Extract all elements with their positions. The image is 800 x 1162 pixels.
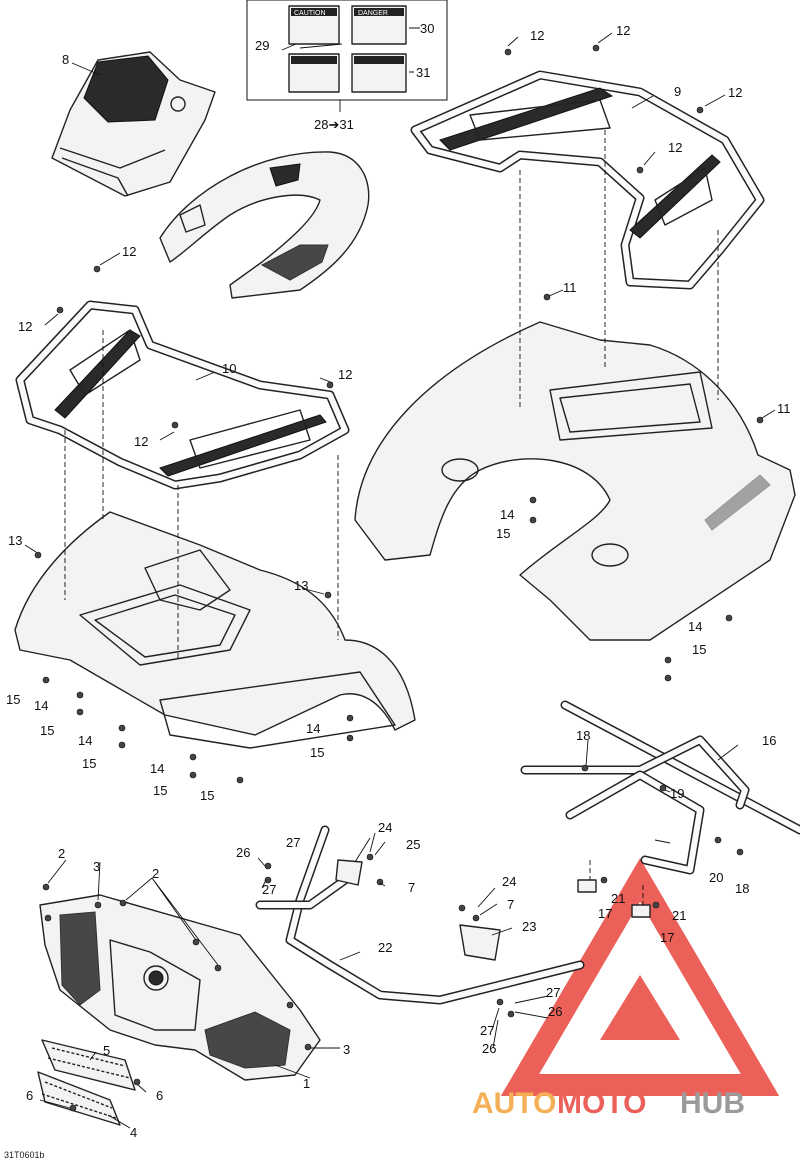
callout-2-center: 2	[152, 866, 159, 881]
callout-10: 10	[222, 361, 236, 376]
callout-12-g: 12	[338, 367, 352, 382]
callout-12-a: 12	[530, 28, 544, 43]
watermark-triangle-logo	[500, 858, 780, 1096]
callout-27-a: 27	[286, 835, 300, 850]
callout-15-f: 15	[153, 783, 167, 798]
callout-15-h: 15	[310, 745, 324, 760]
callout-14-c: 14	[34, 698, 48, 713]
callout-26-top: 26	[236, 845, 250, 860]
decal-caution-title: CAUTION	[294, 10, 326, 17]
callout-15-c: 15	[6, 692, 20, 707]
front-fender	[14, 511, 416, 749]
decal-danger-title: DANGER	[358, 10, 388, 17]
callout-26-right: 26	[548, 1004, 562, 1019]
callout-22: 22	[378, 940, 392, 955]
callout-21-right: 21	[672, 908, 686, 923]
callout-1: 1	[303, 1076, 310, 1091]
fasteners	[34, 44, 764, 1112]
callout-31: 31	[416, 65, 430, 80]
callout-14-a: 14	[500, 507, 514, 522]
front-bumper-fascia	[39, 894, 321, 1081]
callout-19: 19	[670, 786, 684, 801]
callout-18-top: 18	[576, 728, 590, 743]
callout-24-top: 24	[378, 820, 392, 835]
callout-7-top: 7	[408, 880, 415, 895]
assembly-lines	[64, 130, 719, 905]
rear-fender	[354, 321, 796, 641]
callout-7-right: 7	[507, 897, 514, 912]
bracket-17-left	[577, 879, 597, 893]
leader-lines	[24, 32, 776, 1129]
callout-8: 8	[62, 52, 69, 67]
watermark-text-auto: AUTO	[472, 1087, 556, 1120]
callout-5: 5	[103, 1043, 110, 1058]
callout-15-b: 15	[692, 642, 706, 657]
callouts: 1 2 2 3 3 4 5 6 6 7 7 8 9 10 11 11 12 12…	[6, 21, 791, 1140]
callout-16: 16	[762, 733, 776, 748]
callout-20: 20	[709, 870, 723, 885]
callout-12-c: 12	[728, 85, 742, 100]
callout-25: 25	[406, 837, 420, 852]
front-luggage-rack	[15, 300, 350, 490]
callout-6-left: 6	[26, 1088, 33, 1103]
callout-11-right: 11	[777, 401, 791, 416]
callout-14-e: 14	[150, 761, 164, 776]
decal-inset-box: CAUTION DANGER	[246, 0, 448, 112]
callout-15-a: 15	[496, 526, 510, 541]
callout-11-top: 11	[563, 280, 577, 295]
watermark-text-moto: MOTO	[557, 1087, 646, 1120]
callout-3-top: 3	[93, 859, 100, 874]
callout-18-bottom: 18	[735, 881, 749, 896]
callout-6-right: 6	[156, 1088, 163, 1103]
lower-grille-4	[37, 1071, 121, 1126]
callout-27-c: 27	[546, 985, 560, 1000]
automotohub-watermark: AUTO MOTO HUB	[472, 858, 780, 1120]
front-support-tube	[255, 825, 585, 1005]
bracket-17-right	[631, 904, 651, 918]
callout-23: 23	[522, 919, 536, 934]
callout-26-bottom: 26	[482, 1041, 496, 1056]
callout-15-g: 15	[200, 788, 214, 803]
callout-17-right: 17	[660, 930, 674, 945]
callout-28-31: 28➔31	[314, 117, 354, 132]
rear-luggage-rack	[410, 70, 765, 290]
rear-support-frame	[520, 700, 800, 875]
callout-24-right: 24	[502, 874, 516, 889]
rear-storage-cover	[159, 151, 370, 299]
callout-12-d: 12	[668, 140, 682, 155]
callout-30: 30	[420, 21, 434, 36]
callout-2-left: 2	[58, 846, 65, 861]
callout-17-left: 17	[598, 906, 612, 921]
callout-12-e: 12	[122, 244, 136, 259]
callout-14-b: 14	[688, 619, 702, 634]
callout-15-d: 15	[40, 723, 54, 738]
callout-29: 29	[255, 38, 269, 53]
callout-15-e: 15	[82, 756, 96, 771]
callout-21-left: 21	[611, 891, 625, 906]
lower-grille-5	[41, 1039, 136, 1091]
callout-14-d: 14	[78, 733, 92, 748]
watermark-text-hub: HUB	[680, 1087, 745, 1120]
callout-27-d: 27	[480, 1023, 494, 1038]
callout-14-f: 14	[306, 721, 320, 736]
callout-27-b: 27	[262, 882, 276, 897]
callout-13-left: 13	[8, 533, 22, 548]
headlight-housing	[51, 51, 216, 197]
callout-3-right: 3	[343, 1042, 350, 1057]
drawing-code: 31T0601b	[4, 1150, 45, 1160]
callout-12-b: 12	[616, 23, 630, 38]
callout-12-h: 12	[134, 434, 148, 449]
callout-4: 4	[130, 1125, 137, 1140]
callout-12-f: 12	[18, 319, 32, 334]
callout-9: 9	[674, 84, 681, 99]
callout-13-center: 13	[294, 578, 308, 593]
